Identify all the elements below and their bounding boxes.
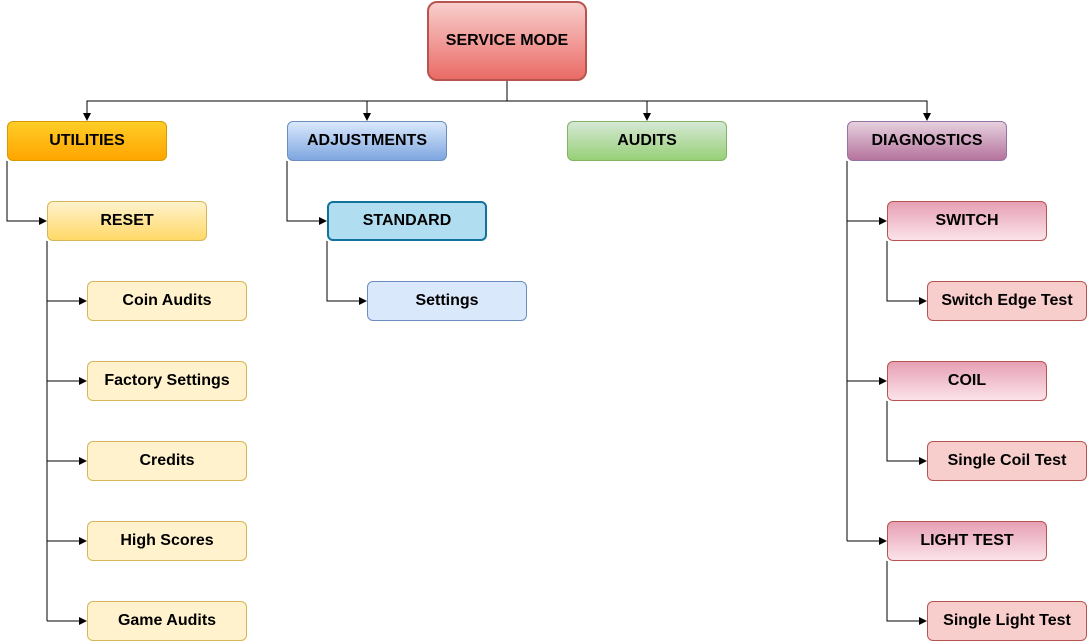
node-switch: SWITCH [887, 201, 1047, 241]
node-light-test: LIGHT TEST [887, 521, 1047, 561]
edge-adjustments-standard [286, 161, 327, 225]
edge-root-audits [507, 100, 651, 121]
node-coil: COIL [887, 361, 1047, 401]
node-single-light-test: Single Light Test [927, 601, 1087, 641]
node-settings: Settings [367, 281, 527, 321]
node-audits: AUDITS [567, 121, 727, 161]
node-coin-audits: Coin Audits [87, 281, 247, 321]
edge-light-test [886, 561, 927, 625]
edge-switch-test [886, 241, 927, 305]
edge-root-utilities [83, 81, 508, 121]
node-high-scores: High Scores [87, 521, 247, 561]
node-factory-settings: Factory Settings [87, 361, 247, 401]
edge-root-diagnostics [507, 100, 931, 121]
node-standard: STANDARD [327, 201, 487, 241]
edge-coil-test [886, 401, 927, 465]
edge-root-adjustments [363, 100, 507, 121]
node-reset: RESET [47, 201, 207, 241]
node-service-mode: SERVICE MODE [427, 1, 587, 81]
node-adjustments: ADJUSTMENTS [287, 121, 447, 161]
node-credits: Credits [87, 441, 247, 481]
edge-utilities-reset [6, 161, 47, 225]
node-diagnostics: DIAGNOSTICS [847, 121, 1007, 161]
node-utilities: UTILITIES [7, 121, 167, 161]
node-single-coil-test: Single Coil Test [927, 441, 1087, 481]
node-switch-edge-test: Switch Edge Test [927, 281, 1087, 321]
edge-standard-settings [326, 241, 367, 305]
node-game-audits: Game Audits [87, 601, 247, 641]
